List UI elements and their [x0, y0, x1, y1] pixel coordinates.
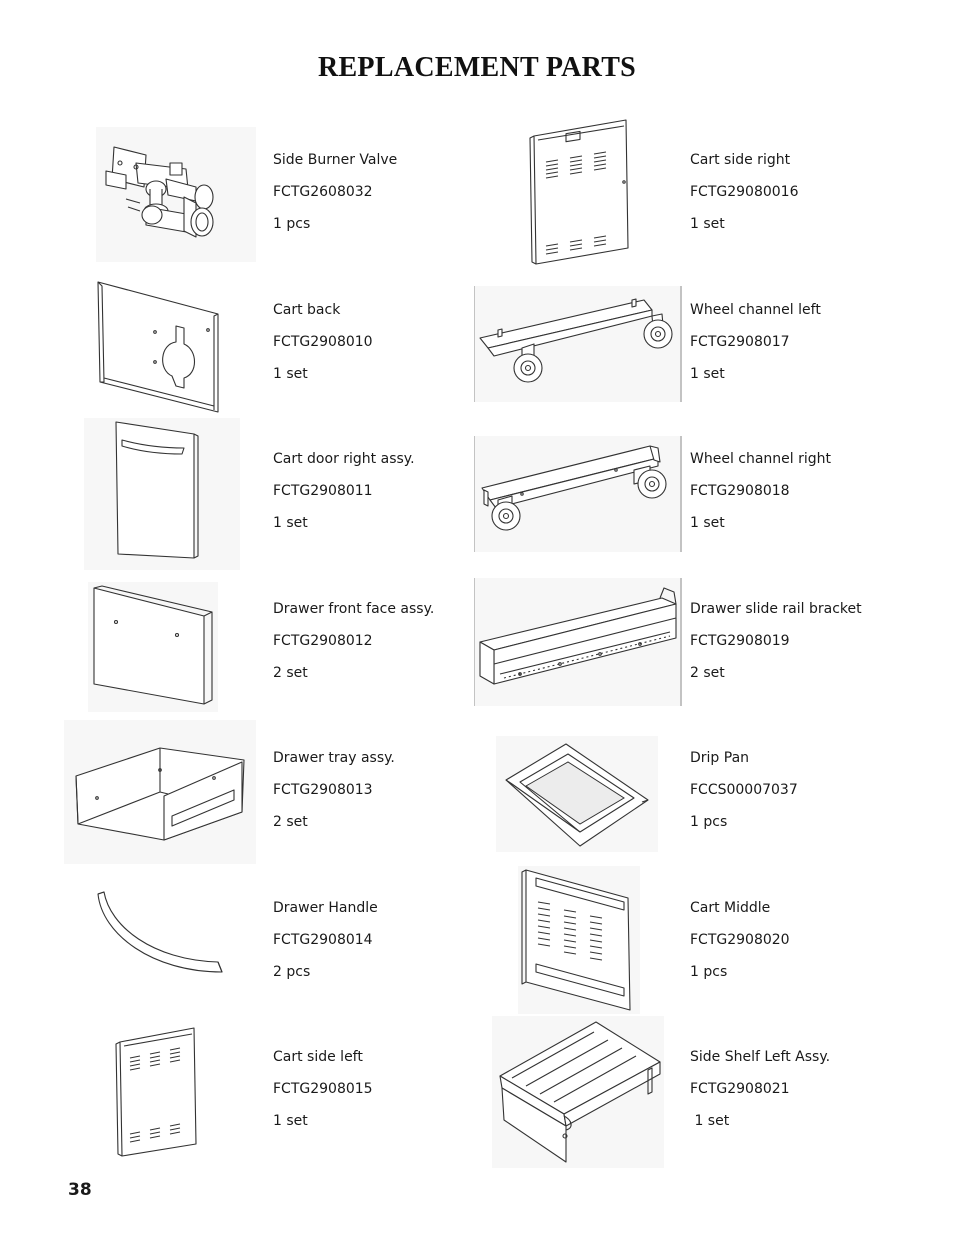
part-code: FCTG2908012 — [273, 633, 373, 649]
part-code: FCTG2908018 — [690, 483, 790, 499]
part-name: Side Burner Valve — [273, 152, 398, 168]
part-code: FCTG2908015 — [273, 1081, 373, 1097]
part-qty: 2 pcs — [273, 964, 311, 980]
part-qty: 1 set — [273, 515, 308, 531]
part-code: FCTG2908014 — [273, 932, 373, 948]
part-qty: 2 set — [690, 665, 725, 681]
part-name: Cart back — [273, 302, 341, 318]
drawer-tray-icon — [64, 720, 256, 864]
part-code: FCTG2908013 — [273, 782, 373, 798]
part-qty: 1 set — [690, 216, 725, 232]
part-code: FCTG2908021 — [690, 1081, 790, 1097]
middle-panel-icon — [518, 866, 640, 1014]
rail-bracket-icon — [474, 578, 682, 706]
part-qty: 1 set — [273, 1113, 308, 1129]
valve-icon — [96, 127, 256, 262]
side-panel-icon — [112, 1024, 202, 1160]
part-name: Wheel channel left — [690, 302, 821, 318]
part-code: FCTG2908011 — [273, 483, 373, 499]
wheel-channel-icon — [474, 436, 682, 552]
part-code: FCCS00007037 — [690, 782, 798, 798]
drawer-front-icon — [88, 582, 218, 712]
part-code: FCTG2908010 — [273, 334, 373, 350]
part-name: Drip Pan — [690, 750, 750, 766]
part-name: Drawer front face assy. — [273, 601, 435, 617]
part-qty: 1 set — [690, 366, 725, 382]
side-shelf-icon — [492, 1016, 664, 1168]
part-qty: 2 set — [273, 814, 308, 830]
part-name: Drawer Handle — [273, 900, 378, 916]
part-name: Cart side right — [690, 152, 791, 168]
part-qty: 2 set — [273, 665, 308, 681]
part-qty: 1 pcs — [690, 964, 728, 980]
part-qty: 1 set — [690, 515, 725, 531]
part-code: FCTG2908017 — [690, 334, 790, 350]
part-name: Wheel channel right — [690, 451, 832, 467]
part-name: Drawer slide rail bracket — [690, 601, 862, 617]
part-name: Side Shelf Left Assy. — [690, 1049, 831, 1065]
handle-icon — [96, 886, 228, 978]
part-code: FCTG2908019 — [690, 633, 790, 649]
drip-pan-icon — [496, 736, 658, 852]
part-name: Cart door right assy. — [273, 451, 415, 467]
page-number: 38 — [68, 1180, 92, 1200]
page-title: REPLACEMENT PARTS — [317, 52, 637, 83]
part-qty: 1 pcs — [273, 216, 311, 232]
side-panel-icon — [526, 116, 634, 266]
panel-back-icon — [92, 278, 224, 416]
part-name: Drawer tray assy. — [273, 750, 395, 766]
part-qty: 1 set — [690, 1113, 730, 1129]
part-name: Cart side left — [273, 1049, 363, 1065]
part-qty: 1 set — [273, 366, 308, 382]
part-name: Cart Middle — [690, 900, 771, 916]
part-qty: 1 pcs — [690, 814, 728, 830]
part-code: FCTG29080016 — [690, 184, 799, 200]
part-code: FCTG2608032 — [273, 184, 373, 200]
part-code: FCTG2908020 — [690, 932, 790, 948]
door-icon — [84, 418, 240, 570]
wheel-channel-icon — [474, 286, 682, 402]
